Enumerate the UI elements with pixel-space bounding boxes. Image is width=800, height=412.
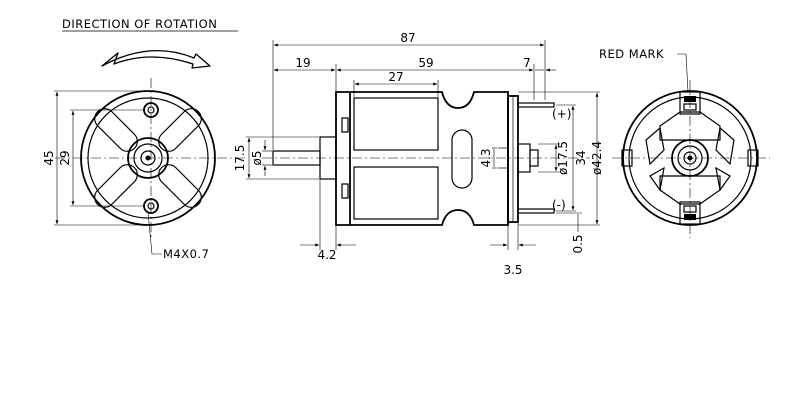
terminal-gap-dim: 0.5: [571, 234, 585, 253]
rear-outer-circle: [622, 90, 758, 226]
shaft-length-dim: 19: [295, 56, 310, 70]
side-front-tab: [341, 117, 349, 133]
red-mark-leader: [677, 53, 689, 93]
minus-label: (-): [552, 198, 566, 212]
rear-terminal-top: [679, 91, 701, 115]
direction-of-rotation: DIRECTION OF ROTATION: [62, 17, 238, 69]
plus-label: (+): [552, 107, 571, 121]
rear-hole-height-dim: 4.3: [479, 148, 493, 167]
rear-height-dim: 34: [574, 150, 588, 165]
side-front-tab: [341, 183, 349, 199]
body-diameter-dim: ø42.4: [590, 141, 604, 175]
front-bolt-hole-top-inner: [147, 106, 155, 114]
red-mark-label: RED MARK: [599, 47, 664, 61]
rear-bearing-mid: [677, 145, 703, 171]
side-magnet-top: [353, 97, 439, 151]
rear-view: RED MARK: [599, 47, 770, 238]
front-slot: [158, 164, 202, 208]
rear-boss-diameter-dim: ø17.5: [556, 141, 570, 175]
front-slot: [94, 108, 138, 152]
thread-label: M4X0.7: [163, 247, 209, 261]
rear-vent-left: [645, 126, 665, 166]
side-magnet-bottom: [353, 166, 439, 220]
front-view: 45 29 M4X0.7: [42, 78, 245, 261]
rear-bearing-outer: [671, 139, 709, 177]
boss-diameter-dim: 17.5: [233, 145, 247, 172]
side-terminal-plus: [517, 102, 555, 108]
front-height-dim: 45: [42, 150, 56, 165]
rear-bearing-inner: [683, 151, 697, 165]
rear-length-dim: 7: [523, 56, 531, 70]
red-mark-icon: [684, 96, 696, 102]
overall-length-dim: 87: [400, 31, 415, 45]
rear-brush-holder-top: [659, 111, 721, 141]
rear-terminal-bottom: [679, 201, 701, 225]
front-bolt-spacing-dim: 29: [58, 150, 72, 165]
body-length-dim: 59: [418, 56, 433, 70]
side-middle-slot: [451, 129, 473, 189]
terminal-offset-dim: 3.5: [503, 263, 522, 277]
flange-offset-dim: 4.2: [317, 248, 336, 262]
rear-vent-right-bottom: [715, 166, 731, 192]
thread-leader: [147, 211, 162, 255]
rear-terminal-bottom-mark: [684, 214, 696, 220]
rear-vent-right: [715, 126, 735, 166]
rear-terminal-bottom-slot: [683, 205, 697, 213]
direction-of-rotation-label: DIRECTION OF ROTATION: [62, 17, 217, 31]
rear-brush-holder-bottom: [659, 175, 721, 205]
side-terminal-minus: [517, 208, 555, 214]
side-view: (+) (-) 87 19 59 7 27 17.5 ø5: [233, 31, 604, 277]
rear-side-tab-right: [747, 149, 759, 167]
front-slot: [94, 164, 138, 208]
front-slots: [94, 108, 202, 208]
rear-vent-left-bottom: [649, 166, 665, 192]
magnet-length-dim: 27: [388, 70, 403, 84]
rear-bearing-center: [687, 155, 693, 161]
rear-terminal-top-slot: [683, 103, 697, 111]
rear-side-tab-left: [621, 149, 633, 167]
front-slot: [158, 108, 202, 152]
shaft-diameter-dim: ø5: [250, 151, 264, 166]
side-rear-bushing: [529, 149, 539, 167]
rotation-arrow-icon: [101, 49, 211, 69]
side-front-plate: [335, 91, 351, 226]
